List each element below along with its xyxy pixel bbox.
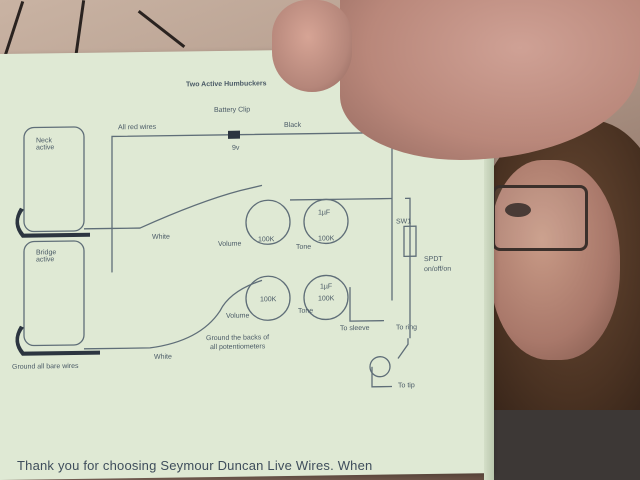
tone-label-bottom: Tone [298,307,314,315]
volume-pot-bottom [245,275,291,321]
black-wire-label: Black [284,121,302,130]
bridge-pickup-outline [23,240,85,347]
to-sleeve-label: To sleeve [340,324,370,333]
paper-edge [484,54,494,480]
wiring-diagram-sheet: Two Active Humbuckers Battery Clip 9v Al… [0,47,492,480]
tone-pot-bottom [303,274,349,321]
red-wires-label: All red wires [118,123,157,132]
glasses [492,185,588,251]
neck-pickup-outline [23,126,85,233]
white-wire-label-bottom: White [154,353,172,361]
volume-label-top: Volume [218,240,242,248]
ground-wire [349,287,384,322]
page-body-text: Thank you for choosing Seymour Duncan Li… [17,458,373,473]
ground-pots-label-2: all potentiometers [210,343,266,352]
bridge-hot-wire [84,279,263,350]
holding-thumb [272,0,352,92]
pot-value-1: 100K [258,236,275,244]
neck-hot-wire [84,184,263,230]
output-jack [369,356,391,378]
battery-clip-body [228,130,240,139]
person-shirt [490,410,640,480]
volume-label-bottom: Volume [226,312,250,320]
battery-voltage-label: 9v [232,144,240,152]
to-ring-label: To ring [396,324,418,332]
person-face [490,160,620,360]
ring-wire [397,338,409,359]
capacitor-label-top: 1µF [318,209,331,217]
capacitor-label-bottom: 1µF [320,283,333,291]
person-eye [505,203,531,217]
diagram-title: Two Active Humbuckers [186,80,267,89]
ground-bare-wires-label: Ground all bare wires [12,362,79,371]
pot-value-3: 100K [260,296,277,304]
red-wire-loop [111,131,393,301]
neck-pickup-label: Neck active [36,137,55,152]
spdt-label: SPDT [424,255,443,264]
bridge-pickup-cable [15,325,100,356]
pot-value-4: 100K [318,295,335,303]
tone-wire-top [290,197,392,201]
switch-wire [405,197,411,339]
pot-value-2: 100K [318,235,335,243]
wiring-diagram [15,126,417,388]
to-tip-label: To tip [398,382,415,390]
spdt-switch [403,225,417,258]
white-wire-label-top: White [152,233,170,241]
tone-pot-top [303,198,349,245]
tone-label-top: Tone [296,243,312,251]
neck-pickup-cable [15,207,90,238]
battery-clip-label: Battery Clip [214,106,251,115]
switch-label: SW1 [396,218,412,226]
bridge-pickup-label: Bridge active [36,249,57,264]
ground-pots-label: Ground the backs of [206,334,270,343]
spdt-sublabel: on/off/on [424,265,452,274]
volume-pot-top [245,199,291,245]
